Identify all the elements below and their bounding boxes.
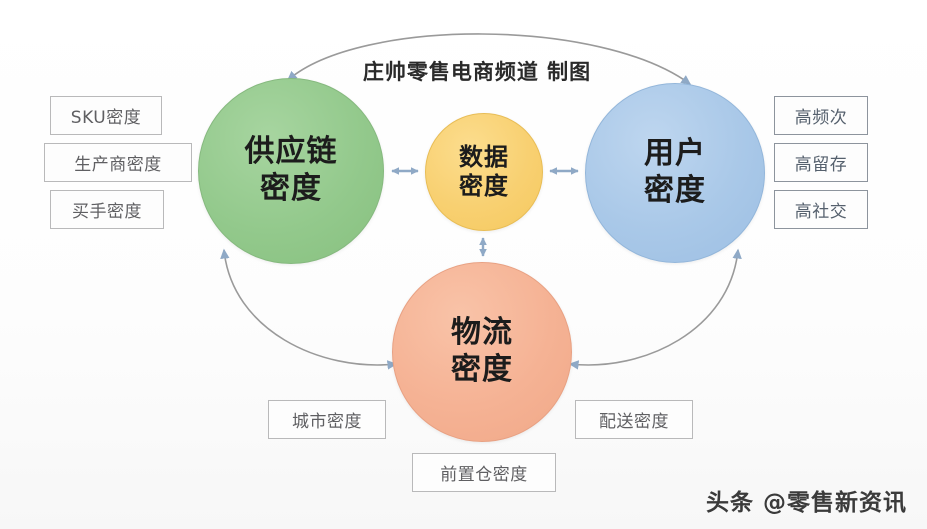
node-user-line2: 密度 — [644, 173, 706, 208]
tag-high-social: 高社交 — [774, 190, 868, 229]
node-logistics-line1: 物流 — [451, 315, 513, 351]
tag-high-retention: 高留存 — [774, 143, 868, 182]
node-data-line2: 密度 — [459, 172, 509, 200]
connector-arc-user-logistics — [568, 248, 742, 370]
node-supply-line1: 供应链 — [244, 134, 338, 170]
tag-buyer-density: 买手密度 — [50, 190, 164, 229]
node-user-density[interactable]: 用户 密度 — [585, 83, 765, 263]
node-data-line1: 数据 — [459, 142, 509, 171]
credit-title: 庄帅零售电商频道 制图 — [362, 60, 592, 84]
tag-city-density: 城市密度 — [268, 400, 386, 439]
node-supply-line2: 密度 — [260, 171, 322, 206]
watermark: 头条 @零售新资讯 — [705, 490, 907, 516]
connector-arc-supply-logistics — [220, 248, 398, 370]
node-supply-chain-density[interactable]: 供应链 密度 — [198, 78, 384, 264]
tag-sku-density: SKU密度 — [50, 96, 162, 135]
node-logistics-density[interactable]: 物流 密度 — [392, 262, 572, 442]
node-logistics-line2: 密度 — [451, 352, 513, 387]
tag-delivery-density: 配送密度 — [575, 400, 693, 439]
tag-forward-warehouse-density: 前置仓密度 — [412, 453, 556, 492]
tag-high-frequency: 高频次 — [774, 96, 868, 135]
node-user-line1: 用户 — [644, 136, 706, 172]
node-data-density[interactable]: 数据 密度 — [425, 113, 543, 231]
tag-manufacturer-density: 生产商密度 — [44, 143, 192, 182]
